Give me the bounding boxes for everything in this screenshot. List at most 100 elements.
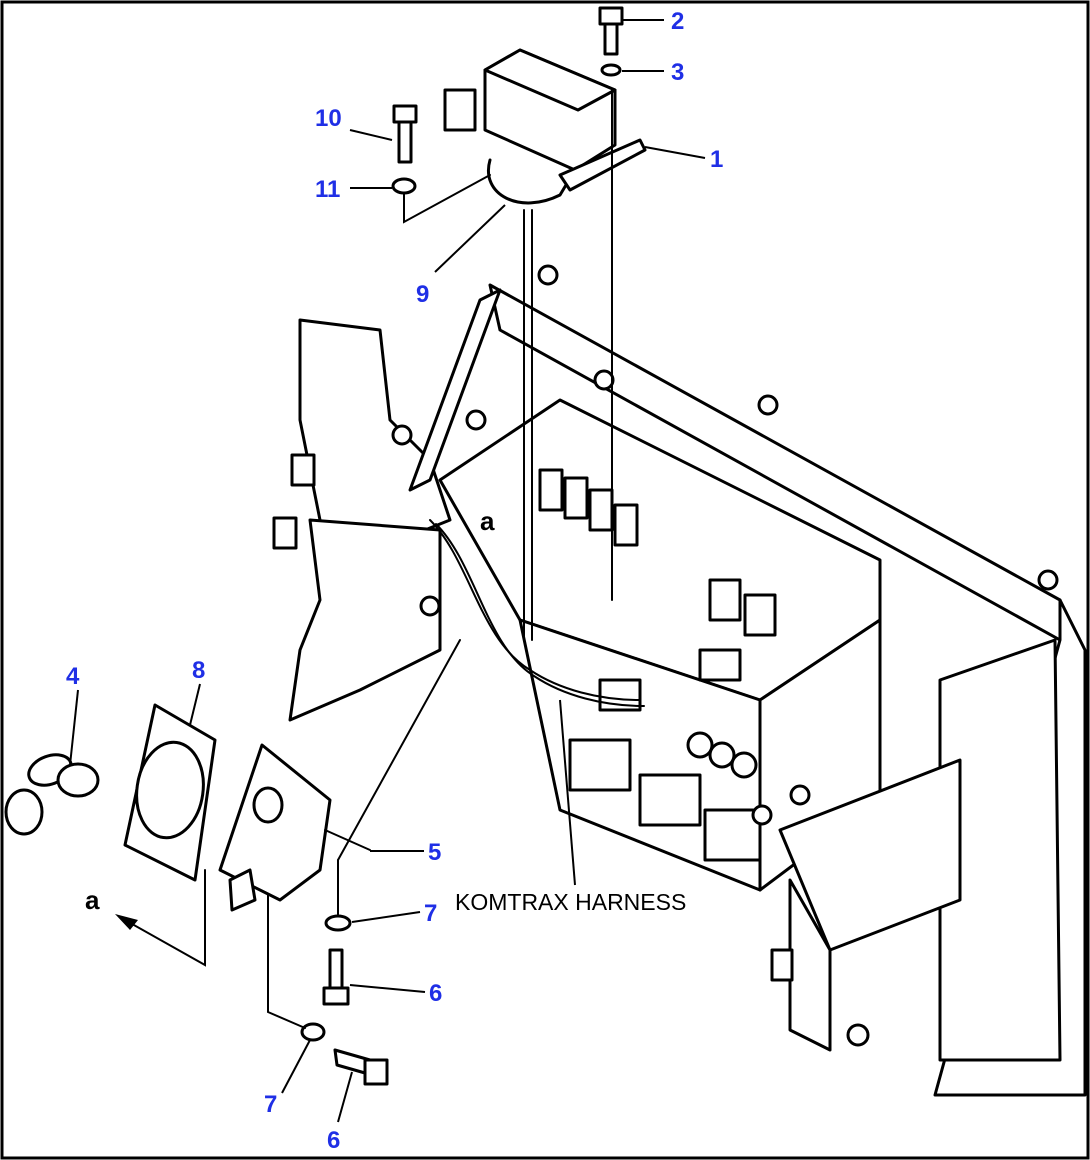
callout-2: 2 [671,8,684,35]
bolt-10-shank [397,120,413,164]
bolt-2-shank [603,22,619,56]
harness-cable [429,519,641,701]
fuse-2 [708,741,736,769]
bolt-2-head [598,6,624,26]
bolt-f [419,595,441,617]
callout-1: 1 [710,146,723,173]
harness-cable-edge [435,523,645,707]
left-diagonal-plate [408,288,502,492]
fuse-box-1 [568,738,632,792]
callout-3: 3 [671,59,684,86]
part-5-stud [324,829,371,851]
leaders [69,19,706,1123]
part-4-housing [56,762,100,798]
part-5-bracket [218,743,371,912]
callout-7-upper: 7 [424,900,437,927]
bolt-2-group [598,6,624,77]
right-side-panel [938,638,1062,1062]
fuse-1 [686,731,714,759]
bolt-e [391,424,413,446]
part-4-lamp [4,753,100,836]
callout-6-lower: 6 [327,1127,340,1154]
fuse-box-2 [638,773,702,827]
main-panel-assembly [272,264,1087,1097]
leader-10 [349,129,393,141]
leader-7-upper [351,911,421,923]
callout-11: 11 [315,176,340,203]
bolt-6-lower-head [363,1058,389,1086]
left-side-bracket [298,318,452,562]
controller-top [483,48,617,112]
view-arrow-a [115,869,206,967]
washer-7-lower [300,1022,326,1042]
washer-3 [600,63,622,77]
leader-6-upper [349,984,426,993]
tab-2 [272,516,298,550]
bolt-10-head [392,104,418,124]
callout-7-lower: 7 [264,1091,277,1118]
view-arrow-head [115,914,138,930]
tab-1 [290,453,316,487]
bolt-6-upper-shank [328,948,344,990]
relay-1 [538,468,564,512]
bolt-6-upper-head [322,986,350,1006]
bolt-a [593,369,615,391]
part-5-plate [218,743,332,902]
callout-8: 8 [192,657,205,684]
tray-top [438,398,882,702]
relay-2 [563,476,589,520]
bolt-foot [846,1023,870,1047]
view-arrow-shaft [124,869,206,967]
part-8-gasket [123,703,217,882]
relay-4 [613,503,639,547]
controller-unit [443,48,647,205]
bolt-i [537,264,559,286]
controller-mount-flange [558,138,647,192]
guide-5-harness [337,639,461,861]
bolt-10-group [391,104,491,224]
relay-3 [588,488,614,532]
washer-11 [391,177,417,195]
bolt-10-guide [403,174,491,224]
bolt-h [751,804,773,826]
view-a-label: a [85,885,100,915]
leader-4 [69,689,79,766]
relay-6 [743,593,777,637]
callout-4: 4 [66,663,80,690]
bolt-g [789,784,811,806]
callout-10: 10 [315,105,342,132]
leader-harness [559,699,576,886]
callout-9: 9 [416,281,429,308]
callout-5: 5 [428,839,441,866]
lower-right-bracket [778,758,962,952]
tab-3 [770,948,794,982]
fuse-box-3 [703,808,762,862]
bolt-d [465,409,487,431]
view-a-marker: a [480,506,495,536]
callout-6-upper: 6 [429,980,442,1007]
leader-6-lower [337,1071,353,1123]
leader-1 [644,146,706,159]
harness-label: KOMTRAX HARNESS [455,889,686,915]
part-5-hole [252,786,284,824]
part-8-hole [135,740,205,840]
callouts: 2 3 1 10 11 9 4 8 5 7 6 7 6 [66,8,723,1154]
bolt-b [757,394,779,416]
leader-7-lower [281,1039,311,1094]
lower-left-bracket [288,518,442,722]
leader-8 [189,683,201,726]
controller-bracket-loop [487,158,577,205]
washer-7-upper [324,914,352,932]
relay-5 [708,578,742,622]
connector-block-2 [698,648,742,682]
bolt-c [1037,569,1059,591]
part-5-tab [228,868,257,912]
fuse-3 [730,751,758,779]
part-4-base [4,788,44,836]
leader-9 [434,204,506,273]
controller-connector [443,88,477,132]
guide-5-lower [267,894,306,1029]
